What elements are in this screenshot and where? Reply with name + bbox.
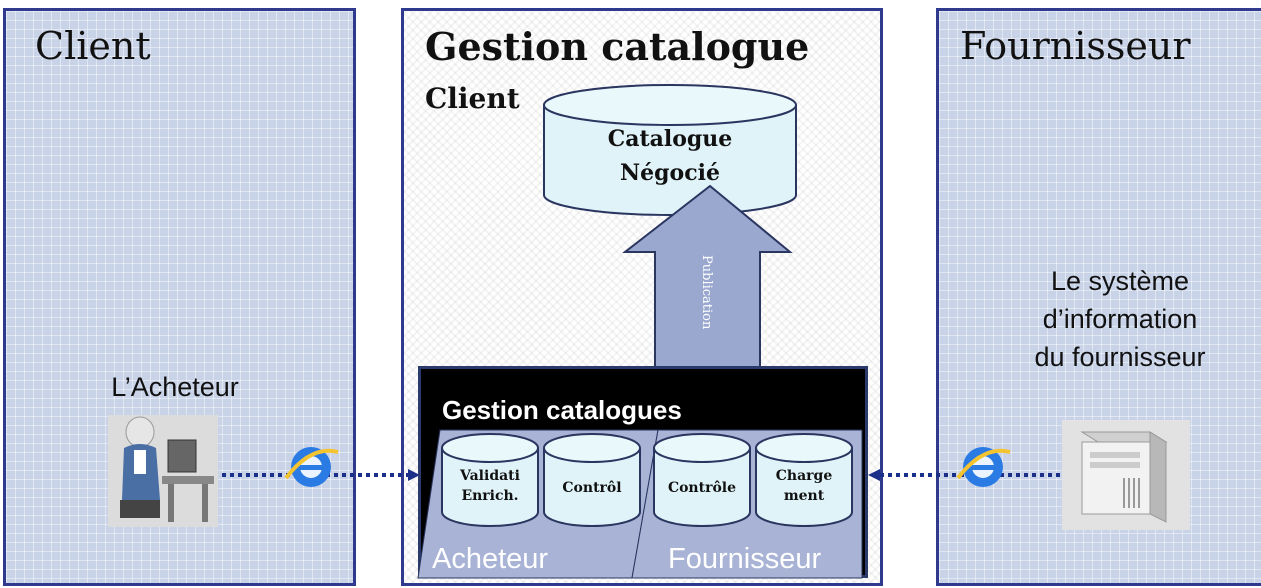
client-pane-title: Client xyxy=(35,24,151,68)
buyer-control-cylinder xyxy=(543,433,641,527)
client-pane xyxy=(3,8,356,586)
supplier-pane-title: Fournisseur xyxy=(960,24,1191,68)
loading-label-line2: ment xyxy=(783,488,825,504)
negotiated-catalog-line1: Catalogue xyxy=(607,126,733,152)
negotiated-catalog-line2: Négocié xyxy=(620,160,720,186)
loading-cylinder xyxy=(755,433,853,527)
user-at-desk-icon xyxy=(108,415,218,527)
negotiated-catalog-label: Catalogue Négocié xyxy=(570,122,770,190)
supplier-system-label: Le système d’information du fournisseur xyxy=(990,262,1250,376)
catalog-management-box-title: Gestion catalogues xyxy=(442,395,682,425)
supplier-system-label-line1: Le système xyxy=(1050,266,1190,296)
supplier-control-cylinder xyxy=(653,433,751,527)
internet-explorer-icon xyxy=(956,447,1011,487)
buyer-actor-label: L’Acheteur xyxy=(111,372,239,402)
loading-label: Charge ment xyxy=(758,466,850,506)
center-pane-subtitle: Client xyxy=(425,82,520,115)
buyer-section-label: Acheteur xyxy=(432,543,549,575)
supplier-system-label-line3: du fournisseur xyxy=(1034,342,1206,372)
validation-label-line2: Enrich. xyxy=(461,488,519,504)
validation-cylinder xyxy=(441,433,539,527)
center-pane-title: Gestion catalogue xyxy=(425,24,810,69)
supplier-system-label-line2: d’information xyxy=(1042,304,1198,334)
supplier-control-label: Contrôle xyxy=(667,480,737,496)
publication-label: Publication xyxy=(699,254,714,330)
internet-explorer-icon xyxy=(284,447,339,487)
publication-arrow xyxy=(622,184,793,369)
buyer-connector-line xyxy=(222,469,420,481)
validation-label: Validati Enrich. xyxy=(444,466,536,506)
loading-label-line1: Charge xyxy=(775,468,833,484)
server-icon xyxy=(1062,420,1190,530)
supplier-section-label: Fournisseur xyxy=(668,543,822,575)
buyer-control-label: Contrôl xyxy=(562,480,622,496)
validation-label-line1: Validati xyxy=(460,468,520,484)
negotiated-catalog-cylinder xyxy=(543,84,797,216)
